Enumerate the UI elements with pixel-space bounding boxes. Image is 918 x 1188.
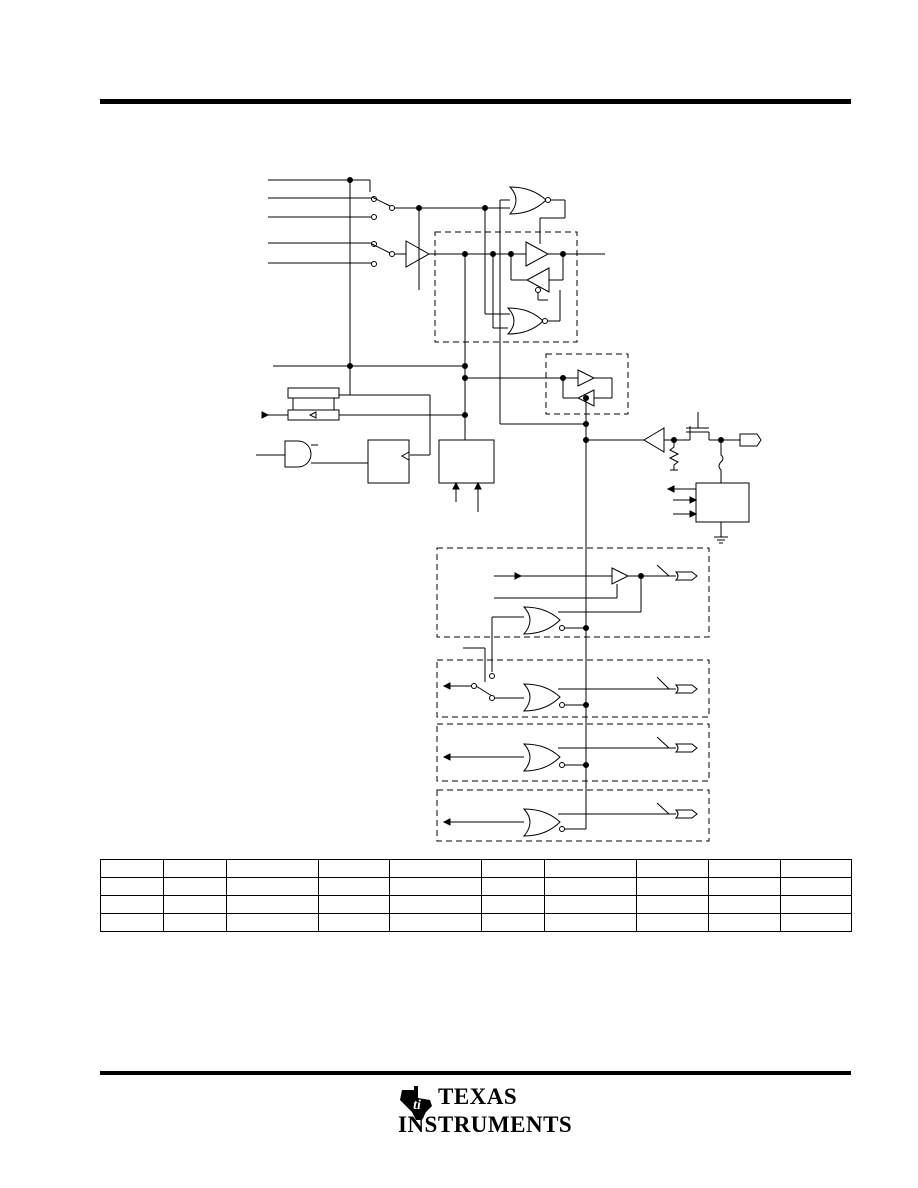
or-gate — [508, 186, 547, 215]
table-cell — [780, 877, 852, 896]
table-cell — [481, 913, 545, 932]
table-cell — [544, 913, 637, 932]
table-cell — [226, 913, 319, 932]
dashed-box-5 — [436, 723, 710, 782]
logic-block — [438, 439, 495, 484]
table-cell — [100, 895, 164, 914]
table-cell — [708, 895, 781, 914]
or-gate — [522, 683, 561, 712]
texas-state-ti-icon: ti — [400, 1086, 432, 1120]
table-cell — [481, 859, 545, 878]
or-gate — [522, 606, 561, 635]
register-block — [287, 387, 340, 399]
buffer-gate-reverse — [643, 427, 665, 453]
table-cell — [100, 877, 164, 896]
input-switch-block — [268, 177, 510, 395]
texas-instruments-logo: ti TEXAS INSTRUMENTS — [396, 1082, 572, 1142]
table-cell — [389, 877, 482, 896]
table-row — [100, 859, 852, 878]
or-gate — [522, 808, 561, 837]
pin-table — [100, 859, 852, 932]
table-cell — [163, 859, 227, 878]
dashed-box-4 — [436, 659, 710, 718]
table-cell — [389, 913, 482, 932]
buffer-gate — [611, 567, 630, 585]
dashed-box-2 — [545, 353, 629, 415]
dashed-box-1 — [434, 231, 578, 343]
table-cell — [780, 913, 852, 932]
table-cell — [389, 859, 482, 878]
or-gate — [506, 307, 544, 335]
table-cell — [780, 859, 852, 878]
buffer-gate — [405, 240, 431, 268]
table-cell — [636, 913, 709, 932]
table-cell — [226, 895, 319, 914]
table-cell — [163, 913, 227, 932]
footer-rule — [100, 1071, 851, 1075]
table-cell — [544, 877, 637, 896]
table-cell — [544, 895, 637, 914]
table-cell — [163, 877, 227, 896]
or-gate — [522, 743, 561, 772]
table-cell — [100, 913, 164, 932]
table-cell — [780, 895, 852, 914]
table-cell — [389, 895, 482, 914]
table-cell — [636, 877, 709, 896]
table-row — [100, 895, 852, 914]
buffer-gate — [577, 369, 596, 387]
dashed-box-6 — [436, 789, 710, 842]
output-control-block — [695, 482, 750, 523]
table-cell — [636, 859, 709, 878]
and-gate — [284, 440, 312, 468]
buffer-gate — [525, 241, 550, 267]
table-cell — [226, 877, 319, 896]
table-cell — [226, 859, 319, 878]
svg-text:ti: ti — [413, 1098, 421, 1113]
table-cell — [708, 859, 781, 878]
table-cell — [318, 877, 390, 896]
logic-schematic — [256, 177, 762, 842]
table-cell — [481, 877, 545, 896]
table-cell — [318, 913, 390, 932]
table-cell — [481, 895, 545, 914]
logo-text-line2: INSTRUMENTS — [398, 1112, 573, 1137]
table-cell — [100, 859, 164, 878]
logo-text-line1: TEXAS — [438, 1084, 518, 1109]
table-cell — [163, 895, 227, 914]
table-row — [100, 913, 852, 932]
table-cell — [318, 895, 390, 914]
table-cell — [544, 859, 637, 878]
table-cell — [708, 877, 781, 896]
table-cell — [318, 859, 390, 878]
header-rule — [100, 99, 851, 104]
table-cell — [636, 895, 709, 914]
logic-block — [367, 439, 410, 484]
register-block — [287, 409, 340, 421]
table-row — [100, 877, 852, 896]
table-cell — [708, 913, 781, 932]
dashed-box-3 — [436, 547, 710, 638]
